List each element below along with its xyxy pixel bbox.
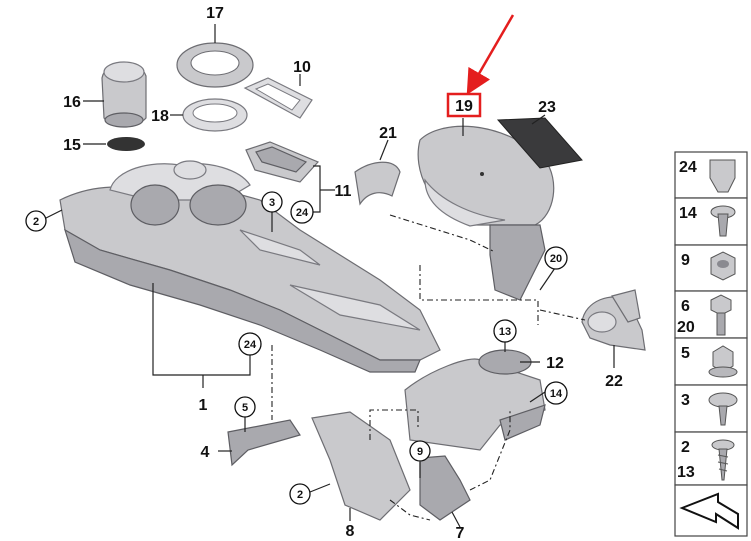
svg-text:5: 5	[681, 345, 690, 362]
legend-row-2-13: 2 13	[674, 431, 748, 486]
svg-text:13: 13	[499, 326, 511, 338]
svg-text:24: 24	[679, 159, 697, 176]
callout-18: 18	[151, 108, 169, 125]
leader-lines	[41, 24, 615, 528]
svg-text:6: 6	[681, 298, 690, 315]
highlight-arrow	[466, 14, 515, 95]
svg-text:20: 20	[550, 253, 562, 265]
expanding-rivet-icon	[710, 205, 736, 237]
legend-row-9: 9	[674, 244, 748, 292]
callout-22: 22	[605, 373, 623, 390]
svg-text:2: 2	[297, 489, 303, 501]
legend-row-3: 3	[674, 384, 748, 433]
svg-text:9: 9	[681, 252, 690, 269]
callout-24-console: 24	[238, 332, 262, 356]
callout-23: 23	[538, 99, 556, 116]
legend-row-6-20-second-label: 20	[677, 319, 695, 336]
legend-row-6-20: 6 20	[674, 290, 748, 339]
support-bracket-part	[311, 411, 411, 521]
callout-9: 9	[409, 440, 431, 462]
callout-11: 11	[335, 183, 352, 200]
svg-text:5: 5	[242, 402, 248, 414]
flange-nut-icon	[708, 345, 738, 378]
rear-bracket-part	[419, 455, 471, 521]
callout-3: 3	[261, 191, 283, 213]
bracket-part	[354, 161, 401, 206]
armrest-pad-part	[496, 117, 583, 169]
svg-text:3: 3	[269, 197, 275, 209]
callout-20: 20	[544, 246, 568, 270]
legend-row-2-13-second-label: 13	[677, 464, 695, 481]
callout-24-tray: 24	[290, 200, 314, 224]
legend-row-5: 5	[674, 337, 748, 386]
assembly-lines	[271, 214, 586, 521]
svg-text:2: 2	[681, 439, 690, 456]
callout-10: 10	[293, 59, 311, 76]
gear-knob-part	[101, 61, 147, 128]
svg-text:14: 14	[550, 388, 563, 400]
callout-5: 5	[234, 396, 256, 418]
rear-console-part	[404, 349, 546, 451]
legend-row-14: 14	[674, 197, 748, 246]
armrest-part	[417, 125, 555, 301]
self-tapping-screw-icon	[711, 439, 735, 481]
callout-19: 19	[455, 98, 473, 115]
callout-13: 13	[493, 319, 517, 343]
callout-1: 1	[199, 397, 208, 414]
callout-14: 14	[544, 381, 568, 405]
callout-8: 8	[346, 523, 355, 540]
svg-text:24: 24	[244, 339, 257, 351]
svg-text:2: 2	[33, 216, 39, 228]
callout-12: 12	[546, 355, 564, 372]
clip-icon	[709, 159, 736, 193]
highlight-box	[446, 92, 482, 118]
svg-text:3: 3	[681, 392, 690, 409]
disc-part	[107, 137, 145, 151]
assembly-arrow-icon	[679, 492, 739, 530]
hex-bolt-icon	[710, 294, 732, 336]
svg-text:24: 24	[296, 207, 309, 219]
storage-tray-part	[245, 141, 320, 183]
callout-4: 4	[201, 444, 210, 461]
callout-2-left: 2	[25, 210, 47, 232]
screw-icon	[708, 392, 738, 426]
legend-row-symbol	[674, 484, 748, 537]
callout-2-bottom: 2	[289, 483, 311, 505]
center-console-body	[59, 160, 441, 373]
callout-21: 21	[379, 125, 397, 142]
fastener-legend: 24 14 9 6 20	[674, 151, 748, 537]
callout-17: 17	[206, 5, 224, 22]
trim-ring-part	[176, 42, 254, 88]
trim-frame-part	[243, 77, 313, 119]
mount-bracket-part	[227, 419, 301, 467]
callout-15: 15	[63, 137, 81, 154]
callout-16: 16	[63, 94, 81, 111]
bezel-ring-part	[182, 98, 248, 132]
legend-row-24: 24	[674, 151, 748, 199]
svg-text:14: 14	[679, 205, 697, 222]
svg-text:9: 9	[417, 446, 423, 458]
hex-nut-icon	[710, 251, 736, 281]
callout-7: 7	[456, 525, 465, 541]
cupholder-part	[581, 289, 646, 351]
